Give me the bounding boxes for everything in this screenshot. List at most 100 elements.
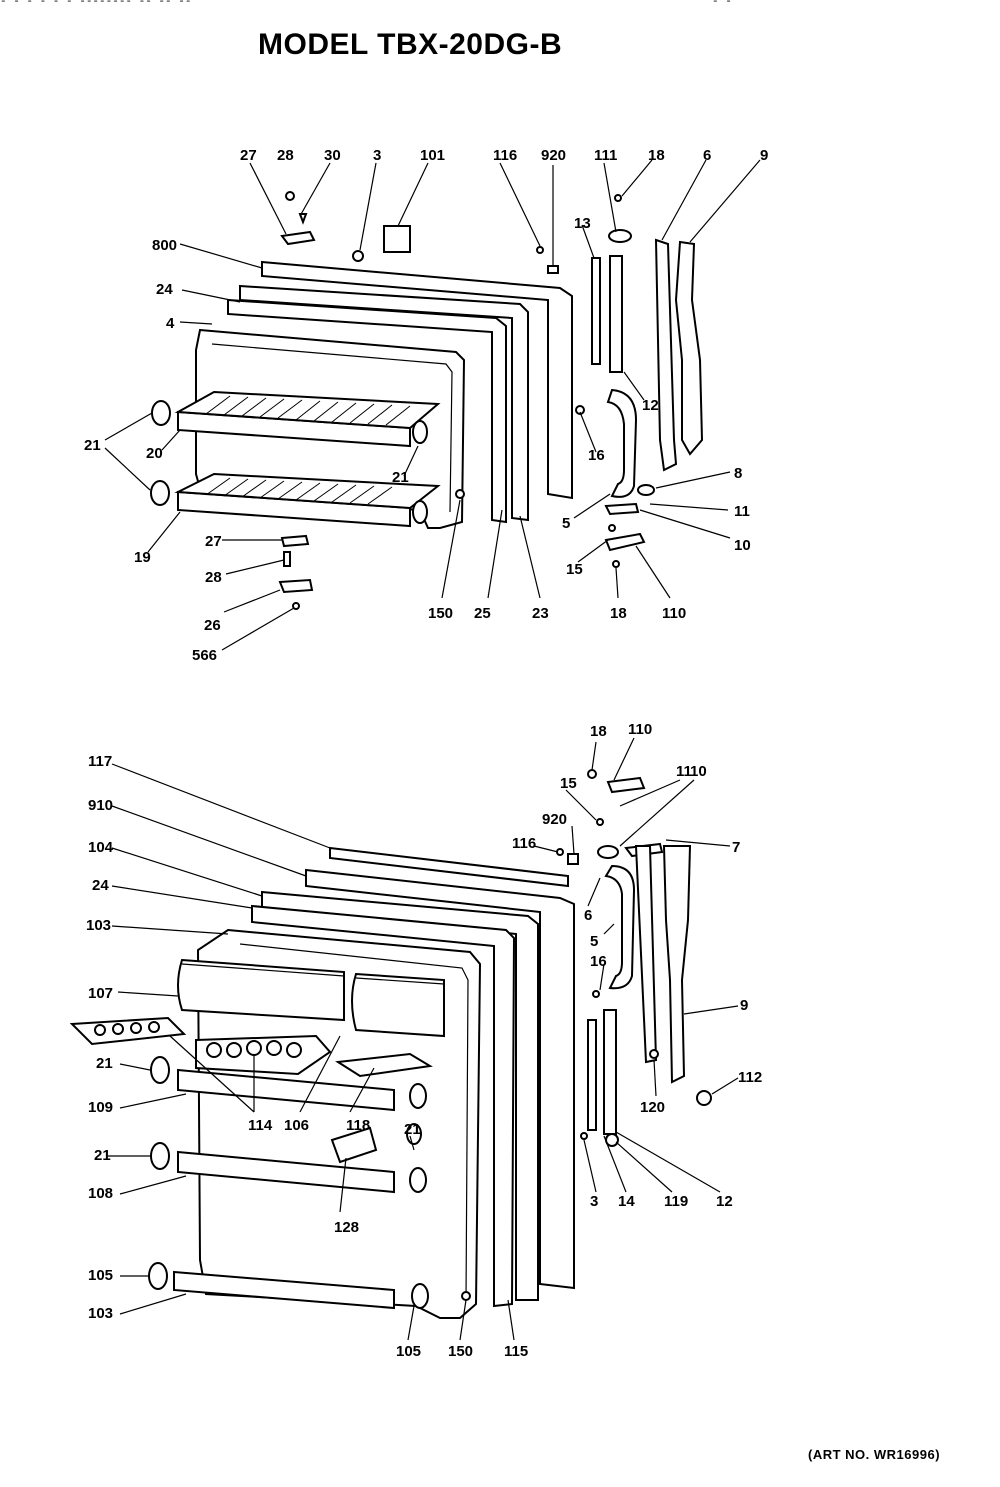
handle-cover-9 — [674, 240, 704, 456]
label: 24 — [156, 281, 173, 298]
upper-leader-lines — [104, 159, 761, 651]
label: 21 — [94, 1147, 111, 1164]
label: 30 — [324, 147, 341, 164]
label: 21 — [392, 469, 409, 486]
label: 110 — [628, 721, 652, 738]
label: 6 — [584, 907, 592, 924]
label: 118 — [346, 1117, 370, 1134]
label: 21 — [84, 437, 101, 454]
label: 103 — [88, 1305, 113, 1322]
label: 104 — [88, 839, 114, 856]
label: 119 — [664, 1193, 688, 1210]
door-handle-lower — [604, 864, 636, 990]
label: 800 — [152, 237, 177, 254]
label: 12 — [642, 397, 659, 414]
label: 16 — [588, 447, 605, 464]
label: 150 — [448, 1343, 473, 1360]
label: 15 — [560, 775, 577, 792]
label: 14 — [618, 1193, 635, 1210]
door-handle — [606, 388, 638, 498]
label: 128 — [334, 1219, 359, 1236]
outer-door-panel — [261, 260, 573, 500]
upper-door-assembly — [150, 191, 704, 610]
hinge-110 — [606, 776, 646, 794]
label: 11 — [676, 763, 692, 780]
label: 23 — [532, 605, 549, 622]
label: 116 — [493, 147, 517, 164]
label: 21 — [404, 1121, 421, 1138]
label: 6 — [703, 147, 711, 164]
shelf-bracket-left-upper — [151, 400, 171, 426]
egg-tray-exploded — [69, 1016, 187, 1046]
lower-leader-lines — [108, 737, 739, 1341]
upper-shelf-hatch — [205, 395, 411, 426]
label: 27 — [240, 147, 257, 164]
shelf-109 — [177, 1068, 395, 1112]
dairy-door-right — [351, 972, 445, 1038]
shelf-bottom-103 — [173, 1270, 395, 1310]
label: 111 — [594, 147, 617, 164]
retainer-128 — [330, 1126, 378, 1164]
egg-cups — [94, 1021, 160, 1036]
top-margin-marks: - - - - - - -------- -- -- -- — [0, 0, 192, 8]
lower-door-assembly — [69, 769, 712, 1319]
label: 12 — [716, 1193, 733, 1210]
label: 16 — [590, 953, 607, 970]
label: 910 — [88, 797, 113, 814]
label: 5 — [590, 933, 598, 950]
trim-strip-lower — [587, 1019, 597, 1131]
dairy-door-107 — [177, 958, 345, 1022]
label: 105 — [396, 1343, 421, 1360]
label: 105 — [88, 1267, 113, 1284]
art-number: (ART NO. WR16996) — [808, 1447, 941, 1462]
label: 18 — [590, 723, 607, 740]
hinge-bottom-part — [278, 578, 314, 594]
label: 26 — [204, 617, 221, 634]
door-frame-lower — [251, 904, 516, 1308]
label: 106 — [284, 1117, 309, 1134]
label: 920 — [542, 811, 567, 828]
handle-mount — [609, 255, 623, 373]
label: 566 — [192, 647, 217, 664]
egg-cups-door — [206, 1040, 302, 1058]
label: 8 — [734, 465, 742, 482]
label: 28 — [277, 147, 294, 164]
label: 21 — [96, 1055, 113, 1072]
shelf-bracket-left-lower — [150, 480, 170, 506]
label: 120 — [640, 1099, 665, 1116]
label: 3 — [373, 147, 381, 164]
label: 25 — [474, 605, 491, 622]
top-trim-117 — [329, 846, 569, 888]
top-margin-marks-right: - - — [712, 0, 732, 8]
lower-part-labels: 18 110 15 11 10 117 920 116 7 910 104 24… — [86, 721, 762, 1360]
label: 19 — [134, 549, 151, 566]
label: 117 — [88, 753, 112, 770]
lower-shelf-hatch — [205, 477, 393, 505]
handle-mount-lower — [603, 1009, 617, 1135]
trim-strip — [591, 257, 601, 365]
label: 920 — [541, 147, 566, 164]
label: 24 — [92, 877, 109, 894]
handle-trim-lower — [634, 845, 658, 1064]
label: 9 — [740, 997, 748, 1014]
page-title: MODEL TBX-20DG-B — [258, 28, 563, 61]
shelf-108 — [177, 1150, 395, 1194]
label: 150 — [428, 605, 453, 622]
label: 4 — [166, 315, 175, 332]
label: 13 — [574, 215, 591, 232]
label: 3 — [590, 1193, 598, 1210]
label: 20 — [146, 445, 163, 462]
label: 115 — [504, 1343, 528, 1360]
label: 116 — [512, 835, 536, 852]
hinge-top-part — [280, 230, 316, 246]
label: 110 — [662, 605, 686, 622]
nameplate — [383, 225, 411, 253]
handle-cover-lower-9 — [662, 845, 692, 1084]
label: 5 — [562, 515, 570, 532]
cap-112 — [696, 1090, 712, 1106]
label: 103 — [86, 917, 111, 934]
label: 7 — [732, 839, 740, 856]
label: 114 — [248, 1117, 273, 1134]
handle-trim-6 — [654, 238, 678, 472]
